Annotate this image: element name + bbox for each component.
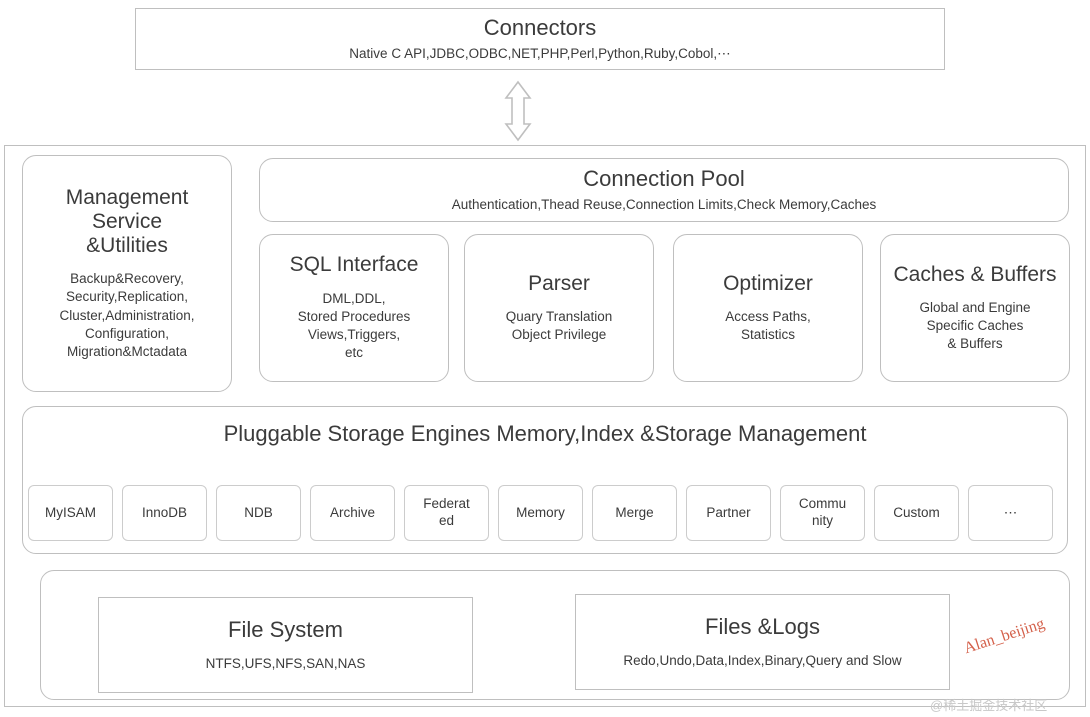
engine-archive: Archive [310,485,395,541]
management-service-box: Management Service &Utilities Backup&Rec… [22,155,232,392]
file-system-box: File System NTFS,UFS,NFS,SAN,NAS [98,597,473,693]
management-title-line1: Management [65,185,189,209]
management-subtitle: Backup&Recovery, Security,Replication, C… [59,271,195,360]
engine-myisam: MyISAM [28,485,113,541]
management-title-line2: Service [91,209,163,233]
parser-subtitle: Quary Translation Object Privilege [505,308,613,343]
sql-interface-subtitle: DML,DDL, Stored Procedures Views,Trigger… [297,290,411,361]
file-system-title: File System [228,617,343,643]
engine-federated: Federat ed [404,485,489,541]
optimizer-title: Optimizer [723,271,813,295]
parser-box: Parser Quary Translation Object Privileg… [464,234,654,382]
caches-buffers-box: Caches & Buffers Global and Engine Speci… [880,234,1070,382]
engine-more: ⋯ [968,485,1053,541]
engine-partner: Partner [686,485,771,541]
engine-label: InnoDB [141,504,188,520]
engine-label: Merge [615,504,654,520]
optimizer-box: Optimizer Access Paths, Statistics [673,234,863,382]
engine-label: MyISAM [44,504,96,520]
double-arrow-icon [498,80,538,142]
sql-interface-title: SQL Interface [289,253,419,277]
connectors-subtitle: Native C API,JDBC,ODBC,NET,PHP,Perl,Pyth… [349,45,731,61]
sql-interface-box: SQL Interface DML,DDL, Stored Procedures… [259,234,449,382]
engine-label: Federat ed [423,496,470,528]
connectors-box: Connectors Native C API,JDBC,ODBC,NET,PH… [135,8,945,70]
engine-label: Archive [329,504,375,520]
files-logs-subtitle: Redo,Undo,Data,Index,Binary,Query and Sl… [623,652,902,668]
files-logs-title: Files &Logs [705,614,820,640]
caches-buffers-subtitle: Global and Engine Specific Caches & Buff… [919,299,1031,352]
engine-memory: Memory [498,485,583,541]
connection-pool-title: Connection Pool [583,166,745,192]
parser-title: Parser [528,271,590,295]
caches-buffers-title: Caches & Buffers [893,262,1057,286]
engine-label: Partner [706,504,751,520]
engine-ndb: NDB [216,485,301,541]
engine-label: NDB [244,504,273,520]
file-system-subtitle: NTFS,UFS,NFS,SAN,NAS [205,655,366,671]
engine-label: ⋯ [1003,504,1018,520]
engine-label: Custom [893,504,940,520]
engine-custom: Custom [874,485,959,541]
optimizer-subtitle: Access Paths, Statistics [725,308,811,343]
connection-pool-subtitle: Authentication,Thead Reuse,Connection Li… [451,196,877,212]
site-watermark: @稀土掘金技术社区 [930,698,1048,713]
files-logs-box: Files &Logs Redo,Undo,Data,Index,Binary,… [575,594,950,690]
engine-merge: Merge [592,485,677,541]
engine-label: Memory [516,504,565,520]
connection-pool-box: Connection Pool Authentication,Thead Reu… [259,158,1069,222]
engine-community: Commu nity [780,485,865,541]
engine-innodb: InnoDB [122,485,207,541]
management-title-line3: &Utilities [86,234,168,258]
engine-label: Commu nity [798,496,847,528]
storage-engines-title: Pluggable Storage Engines Memory,Index &… [223,421,867,446]
connectors-title: Connectors [483,15,597,41]
